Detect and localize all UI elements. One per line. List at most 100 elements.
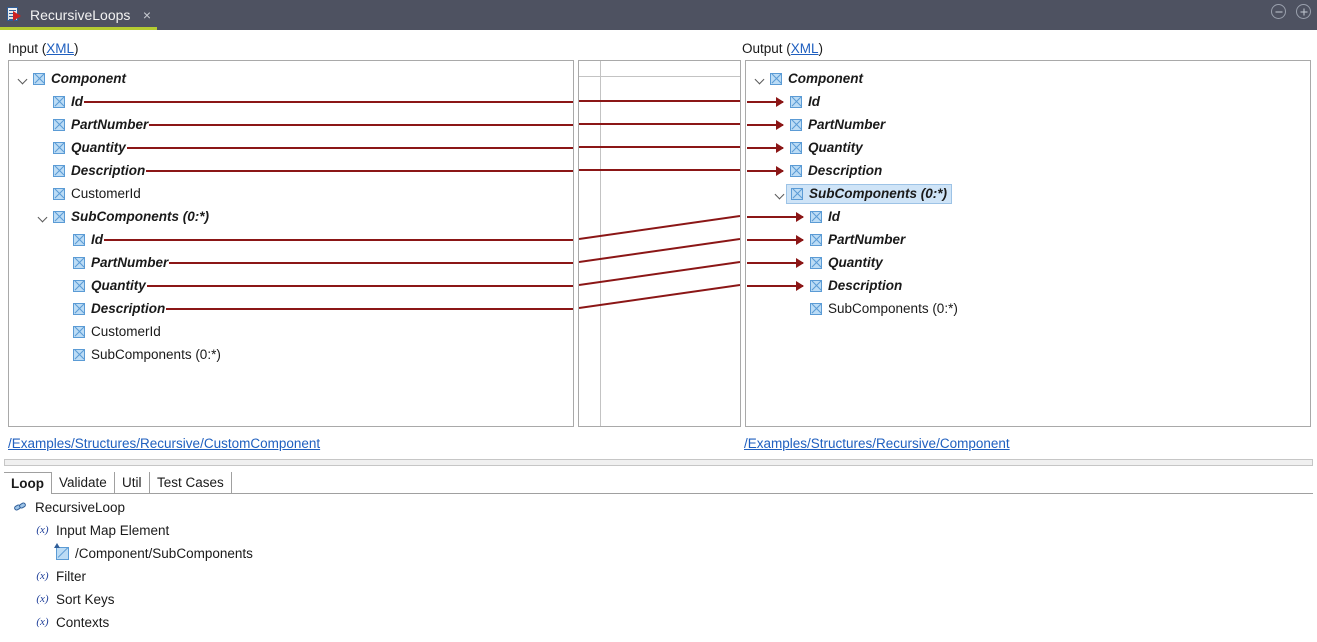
xml-element-icon bbox=[810, 210, 822, 223]
tree-spacer bbox=[37, 187, 50, 200]
mapping-connector-stub bbox=[166, 308, 573, 310]
loop-tree-row[interactable]: (x)Input Map Element bbox=[35, 519, 169, 542]
input-tree-row[interactable]: CustomerId bbox=[37, 182, 141, 205]
mapping-arrow bbox=[747, 235, 804, 245]
input-tree-row[interactable]: PartNumber bbox=[57, 251, 168, 274]
bottom-tab-label: Util bbox=[122, 475, 142, 490]
xml-element-icon bbox=[73, 233, 85, 246]
xml-element-icon bbox=[73, 256, 85, 269]
xml-element-icon bbox=[33, 72, 45, 85]
xml-element-icon bbox=[53, 95, 65, 108]
output-tree-label: Id bbox=[828, 209, 840, 224]
input-label-prefix: Input ( bbox=[8, 41, 47, 56]
mapping-canvas[interactable] bbox=[578, 60, 741, 427]
loop-tree-row[interactable]: (x)Contexts bbox=[35, 611, 109, 634]
mapping-link-line[interactable] bbox=[579, 215, 740, 240]
xml-element-icon bbox=[53, 141, 65, 154]
output-tree-row[interactable]: Id bbox=[774, 90, 820, 113]
input-tree-row[interactable]: SubComponents (0:*) bbox=[37, 205, 209, 228]
output-tree-label: PartNumber bbox=[808, 117, 886, 132]
output-path-link[interactable]: /Examples/Structures/Recursive/Component bbox=[744, 436, 1010, 451]
chain-icon bbox=[13, 501, 29, 514]
editor-tab-recursiveloops[interactable]: RecursiveLoops bbox=[0, 0, 157, 30]
chevron-down-icon[interactable] bbox=[774, 187, 787, 200]
mapping-link-line[interactable] bbox=[579, 261, 740, 286]
input-panel-label: Input (XML) bbox=[8, 41, 79, 56]
maximize-icon[interactable] bbox=[1296, 4, 1311, 19]
input-tree-row[interactable]: Description bbox=[37, 159, 145, 182]
bottom-tab-validate[interactable]: Validate bbox=[51, 472, 115, 494]
input-tree-row[interactable]: Quantity bbox=[57, 274, 146, 297]
input-tree-row[interactable]: Quantity bbox=[37, 136, 126, 159]
panel-splitter[interactable] bbox=[4, 459, 1313, 466]
output-tree-row[interactable]: SubComponents (0:*) bbox=[794, 297, 958, 320]
bottom-tab-loop[interactable]: Loop bbox=[4, 472, 52, 495]
xml-element-icon bbox=[790, 118, 802, 131]
selected-node-highlight: SubComponents (0:*) bbox=[786, 183, 952, 204]
bottom-tab-test-cases[interactable]: Test Cases bbox=[149, 472, 232, 494]
xml-element-icon bbox=[810, 233, 822, 246]
xml-element-icon bbox=[810, 256, 822, 269]
loop-detail-tree[interactable]: RecursiveLoop (x)Input Map Element/Compon… bbox=[6, 496, 1311, 642]
loop-tree-row[interactable]: (x)Sort Keys bbox=[35, 588, 115, 611]
loop-tree-label: Sort Keys bbox=[56, 592, 115, 607]
minimize-icon[interactable] bbox=[1271, 4, 1286, 19]
output-tree-row[interactable]: PartNumber bbox=[794, 228, 905, 251]
loop-tree-row[interactable]: /Component/SubComponents bbox=[54, 542, 253, 565]
output-tree-label: SubComponents (0:*) bbox=[828, 301, 958, 316]
tree-spacer bbox=[57, 233, 70, 246]
output-tree-row[interactable]: Id bbox=[794, 205, 840, 228]
input-tree-row[interactable]: SubComponents (0:*) bbox=[57, 343, 221, 366]
input-tree-label: SubComponents (0:*) bbox=[71, 209, 209, 224]
output-tree-row[interactable]: Quantity bbox=[774, 136, 863, 159]
chevron-down-icon[interactable] bbox=[754, 72, 767, 85]
input-path-link[interactable]: /Examples/Structures/Recursive/CustomCom… bbox=[8, 436, 321, 451]
mapping-connector-stub bbox=[84, 101, 573, 103]
bottom-tab-util[interactable]: Util bbox=[114, 472, 150, 494]
loop-tree-label: RecursiveLoop bbox=[35, 500, 126, 515]
chevron-down-icon[interactable] bbox=[17, 72, 30, 85]
output-tree-row[interactable]: PartNumber bbox=[774, 113, 885, 136]
mapping-connector-stub bbox=[146, 170, 573, 172]
element-icon bbox=[54, 543, 69, 560]
output-tree-row[interactable]: Description bbox=[794, 274, 902, 297]
input-tree-label: Id bbox=[91, 232, 103, 247]
input-tree-label: PartNumber bbox=[71, 117, 149, 132]
output-tree-row[interactable]: Quantity bbox=[794, 251, 883, 274]
input-tree-row[interactable]: PartNumber bbox=[37, 113, 148, 136]
editor-tab-label: RecursiveLoops bbox=[30, 7, 131, 23]
input-xml-link[interactable]: XML bbox=[46, 41, 75, 56]
input-tree-row[interactable]: Component bbox=[17, 67, 126, 90]
mapping-link-line[interactable] bbox=[579, 238, 740, 263]
loop-tree-row[interactable]: RecursiveLoop bbox=[13, 496, 126, 519]
loop-tree-row[interactable]: (x)Filter bbox=[35, 565, 86, 588]
xml-element-icon bbox=[53, 164, 65, 177]
xml-element-icon bbox=[791, 187, 803, 200]
close-icon[interactable]: × bbox=[142, 7, 152, 23]
input-tree-row[interactable]: Id bbox=[57, 228, 103, 251]
input-tree-label: CustomerId bbox=[91, 324, 161, 339]
mapping-connector-stub bbox=[104, 239, 573, 241]
output-tree-row[interactable]: Component bbox=[754, 67, 863, 90]
output-xml-link[interactable]: XML bbox=[790, 41, 819, 56]
mapping-link-line[interactable] bbox=[579, 284, 740, 309]
input-tree-row[interactable]: CustomerId bbox=[57, 320, 161, 343]
chevron-down-icon[interactable] bbox=[37, 210, 50, 223]
xml-element-icon bbox=[73, 348, 85, 361]
title-bar: RecursiveLoops × bbox=[0, 0, 1317, 30]
loop-tree-label: Filter bbox=[56, 569, 86, 584]
tree-spacer bbox=[57, 256, 70, 269]
output-tree-label: Quantity bbox=[808, 140, 863, 155]
input-tree-label: SubComponents (0:*) bbox=[91, 347, 221, 362]
function-icon: (x) bbox=[36, 616, 49, 628]
input-tree-label: Description bbox=[71, 163, 146, 178]
output-tree-row[interactable]: SubComponents (0:*) bbox=[774, 182, 952, 205]
input-tree-row[interactable]: Id bbox=[37, 90, 83, 113]
input-tree-row[interactable]: Description bbox=[57, 297, 165, 320]
mapping-connector-stub bbox=[169, 262, 573, 264]
output-tree-row[interactable]: Description bbox=[774, 159, 882, 182]
xml-element-icon bbox=[73, 279, 85, 292]
